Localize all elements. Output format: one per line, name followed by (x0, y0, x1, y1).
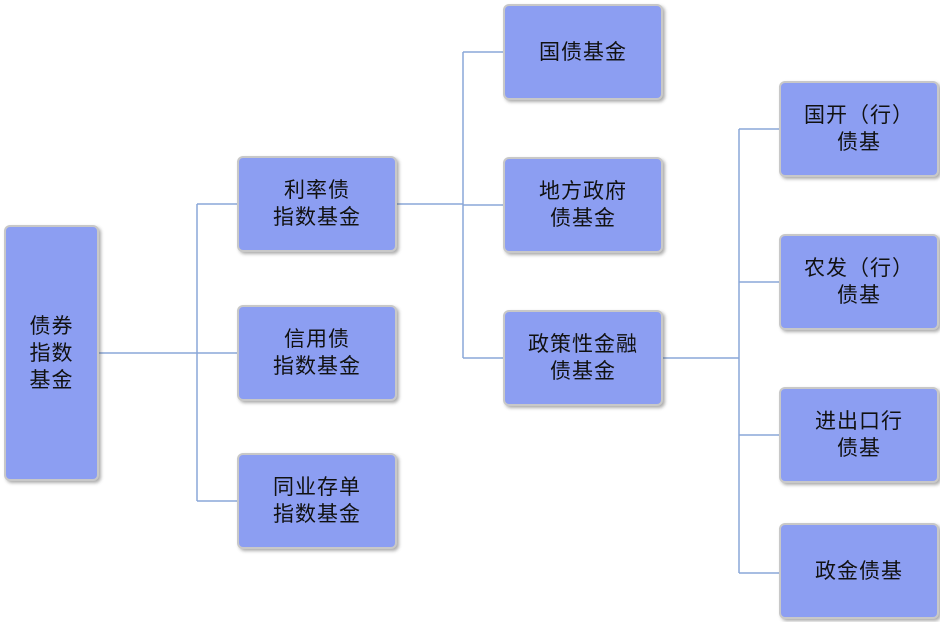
node-label: 国开（行） 债基 (804, 103, 914, 154)
node-label: 信用债 指数基金 (273, 327, 361, 378)
node-ncd-index-fund: 同业存单 指数基金 (237, 453, 397, 549)
node-label: 政策性金融 债基金 (528, 332, 638, 383)
node-cdb-bond-fund: 国开（行） 债基 (779, 81, 939, 177)
node-label: 债券 指数 基金 (29, 313, 74, 392)
node-policy-financial-bond-fund: 政策性金融 债基金 (503, 310, 663, 406)
node-bond-index-fund: 债券 指数 基金 (4, 225, 99, 481)
node-label: 国债基金 (539, 39, 627, 64)
node-label: 农发（行） 债基 (804, 256, 914, 307)
node-label: 地方政府 债基金 (539, 179, 627, 230)
node-exim-bond-fund: 进出口行 债基 (779, 387, 939, 483)
node-local-gov-bond-fund: 地方政府 债基金 (503, 157, 663, 253)
node-label: 进出口行 债基 (815, 409, 903, 460)
node-credit-bond-index-fund: 信用债 指数基金 (237, 305, 397, 401)
node-label: 利率债 指数基金 (273, 178, 361, 229)
node-rate-bond-index-fund: 利率债 指数基金 (237, 156, 397, 252)
node-adbc-bond-fund: 农发（行） 债基 (779, 234, 939, 330)
node-treasury-bond-fund: 国债基金 (503, 4, 663, 100)
node-policy-bank-bond-fund: 政金债基 (779, 523, 939, 619)
node-label: 同业存单 指数基金 (273, 475, 361, 526)
node-label: 政金债基 (815, 558, 903, 583)
